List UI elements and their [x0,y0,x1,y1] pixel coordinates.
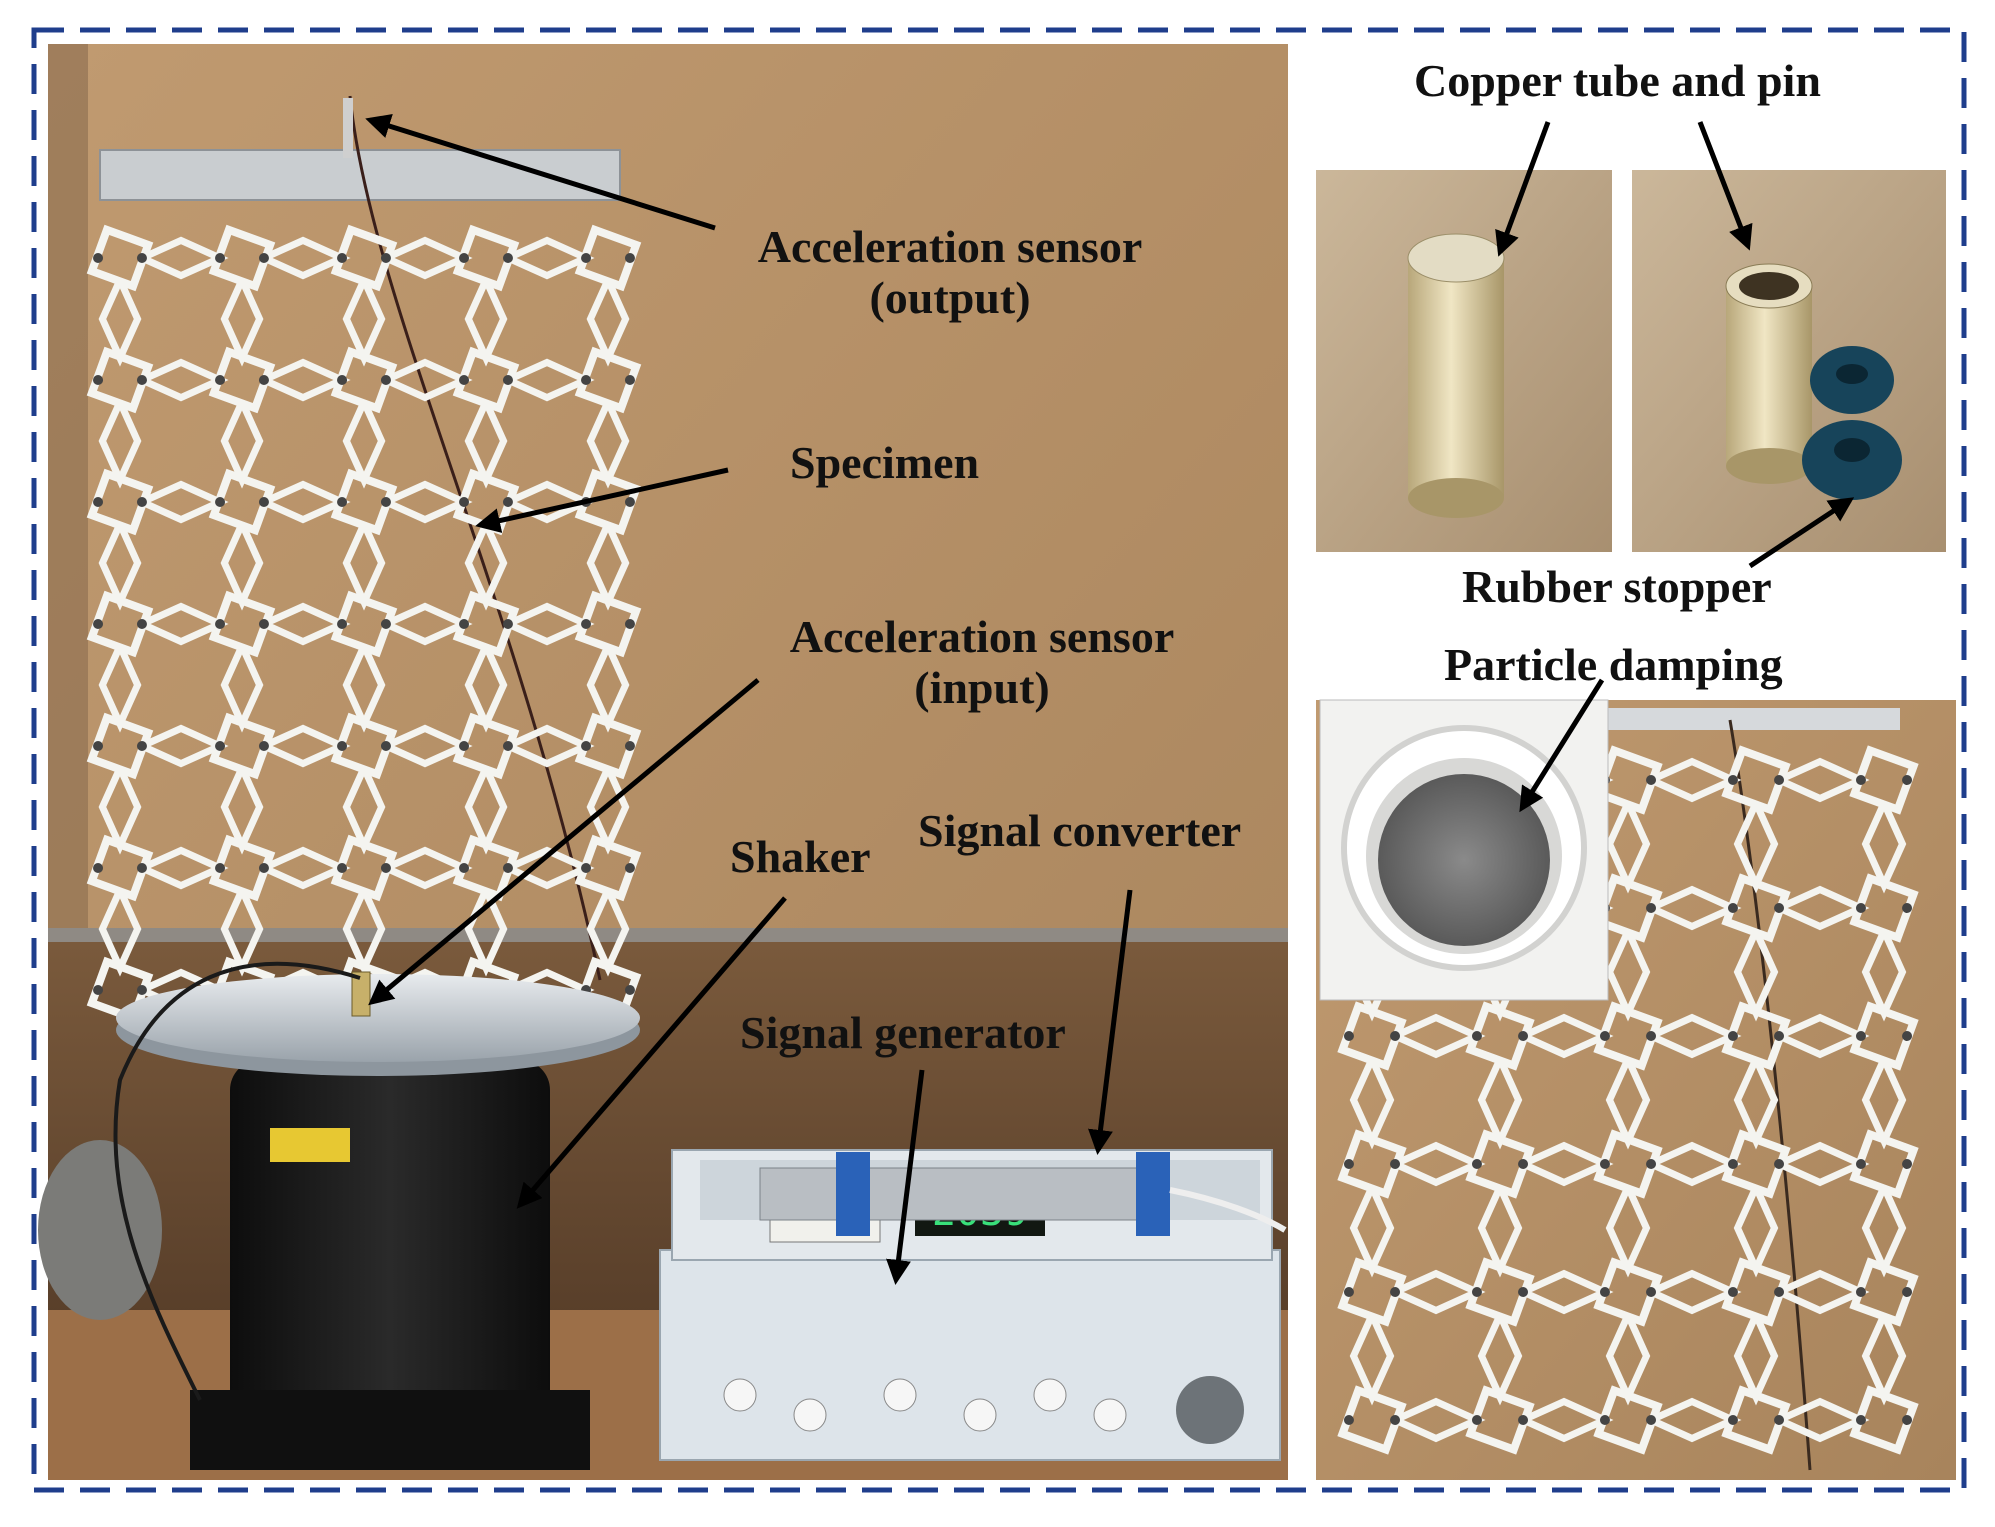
signal-generator-label: Signal generator [740,1007,1066,1058]
signal-converter-label: Signal converter [918,805,1242,856]
acceleration-sensor-input-line1: Acceleration sensor [789,611,1175,662]
acceleration-sensor-output-label: Acceleration sensor (output) [728,221,1172,323]
acceleration-sensor-output-line1: Acceleration sensor [757,221,1143,272]
copper-tube-and-pin-label: Copper tube and pin [1414,55,1821,106]
acceleration-sensor-input-label: Acceleration sensor (input) [760,611,1204,713]
acceleration-sensor-input-line2: (input) [914,661,1050,713]
particle-damping-label: Particle damping [1444,639,1783,690]
rubber-stopper-label: Rubber stopper [1462,561,1772,612]
shaker-label: Shaker [730,831,871,882]
specimen-label: Specimen [790,437,980,488]
acceleration-sensor-output-line2: (output) [869,271,1031,323]
